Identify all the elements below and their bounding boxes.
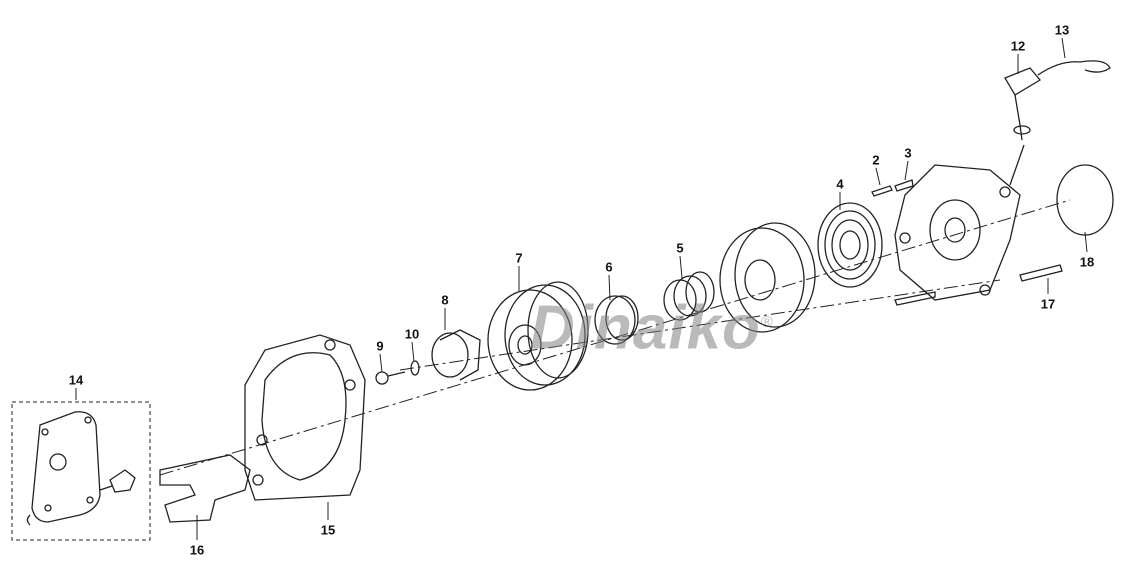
- callout-6: 6: [605, 259, 613, 275]
- callout-18: 18: [1079, 254, 1095, 270]
- callout-5: 5: [676, 240, 684, 256]
- part-4-coil: [817, 202, 883, 288]
- part-8: [431, 332, 469, 378]
- part-15-housing: [244, 334, 366, 501]
- callout-9: 9: [376, 338, 384, 354]
- callout-15: 15: [320, 522, 336, 538]
- callout-2: 2: [872, 152, 880, 168]
- callout-14: 14: [68, 372, 84, 388]
- part-14-cover: [31, 411, 101, 523]
- part-13-rope: [1037, 60, 1111, 76]
- callout-17: 17: [1040, 296, 1056, 312]
- part-12-handle: [1004, 67, 1041, 96]
- part-7-pulley: [487, 289, 573, 391]
- callout-3: 3: [904, 145, 912, 161]
- callout-7: 7: [515, 250, 523, 266]
- part-starter-housing: [894, 164, 1021, 301]
- watermark: Dinaiko®: [530, 292, 774, 360]
- part-18-disc: [1056, 164, 1114, 236]
- callout-13: 13: [1054, 22, 1070, 38]
- callout-12: 12: [1010, 38, 1026, 54]
- part-16-lever: [159, 454, 251, 523]
- part-17-bolt: [1019, 264, 1063, 282]
- part-6: [594, 295, 636, 345]
- callout-16: 16: [189, 542, 205, 558]
- part-14-box: [11, 401, 151, 541]
- part-pulley-disc: [719, 227, 805, 333]
- registered-mark: ®: [760, 314, 774, 331]
- callout-8: 8: [441, 292, 449, 308]
- callout-4: 4: [836, 176, 844, 192]
- watermark-text: Dinaiko: [530, 293, 761, 363]
- callout-10: 10: [404, 326, 420, 342]
